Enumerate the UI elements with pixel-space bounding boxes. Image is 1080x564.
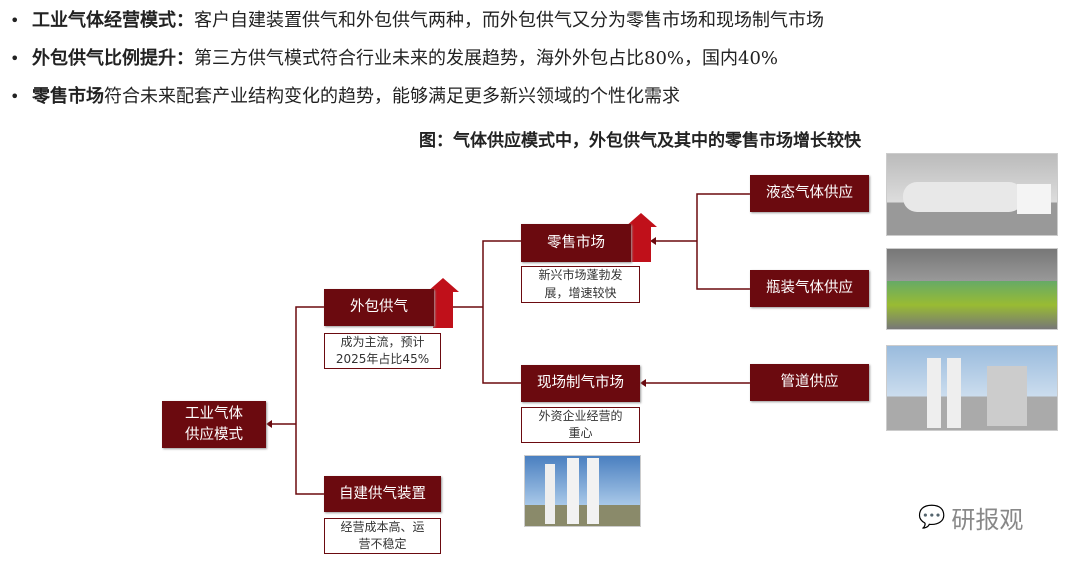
bullet-bold: 零售市场 xyxy=(32,86,104,107)
gas-cylinders-photo xyxy=(886,248,1058,330)
watermark: 💬 研报观 xyxy=(918,500,1023,535)
figure-title: 图：气体供应模式中，外包供气及其中的零售市场增长较快 xyxy=(419,131,861,151)
node-retail: 零售市场 xyxy=(521,224,631,262)
bullet-2: •外包供气比例提升：第三方供气模式符合行业未来的发展趋势，海外外包占比80%，国… xyxy=(10,48,779,69)
bullet-bold: 外包供气比例提升： xyxy=(32,48,194,69)
onsite-plant-photo xyxy=(524,455,641,527)
bullet-text: 客户自建装置供气和外包供气两种，而外包供气又分为零售市场和现场制气市场 xyxy=(194,10,824,31)
watermark-text: 研报观 xyxy=(951,506,1024,534)
node-outsourced: 外包供气 xyxy=(324,289,434,326)
node-outsourced-desc: 成为主流，预计 2025年占比45% xyxy=(324,333,441,369)
node-pipeline: 管道供应 xyxy=(750,364,869,401)
wechat-icon: 💬 xyxy=(918,505,946,530)
growth-arrows xyxy=(427,213,657,328)
node-self-built: 自建供气装置 xyxy=(324,476,441,512)
pipeline-plant-photo xyxy=(886,345,1058,431)
node-bottled: 瓶装气体供应 xyxy=(750,270,869,307)
node-retail-desc: 新兴市场蓬勃发 展，增速较快 xyxy=(521,266,640,303)
bullet-text: 符合未来配套产业结构变化的趋势，能够满足更多新兴领域的个性化需求 xyxy=(104,86,680,107)
node-liquid: 液态气体供应 xyxy=(750,175,869,212)
bullet-bold: 工业气体经营模式： xyxy=(32,10,194,31)
tanker-truck-photo xyxy=(886,153,1058,236)
node-root: 工业气体 供应模式 xyxy=(162,401,266,448)
bullet-3: •零售市场符合未来配套产业结构变化的趋势，能够满足更多新兴领域的个性化需求 xyxy=(10,86,680,107)
bullet-1: •工业气体经营模式：客户自建装置供气和外包供气两种，而外包供气又分为零售市场和现… xyxy=(10,10,824,31)
node-self-built-desc: 经营成本高、运 营不稳定 xyxy=(324,518,441,554)
bullet-text: 第三方供气模式符合行业未来的发展趋势，海外外包占比80%，国内40% xyxy=(194,48,779,69)
node-onsite: 现场制气市场 xyxy=(521,365,640,402)
node-onsite-desc: 外资企业经营的 重心 xyxy=(521,407,640,443)
